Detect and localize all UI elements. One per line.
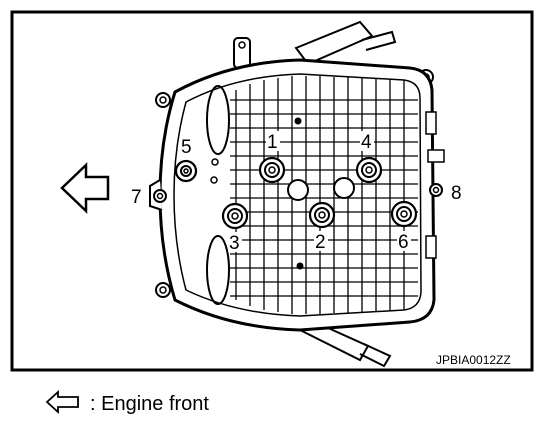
bolt-8 [429,183,443,197]
bolt-label-5: 5 [181,137,192,158]
legend-arrow-icon [45,389,79,415]
bolt-label-6: 6 [398,232,409,253]
figure-code: JPBIA0012ZZ [436,353,511,367]
bolt-3 [221,202,249,230]
bolt-6 [390,200,418,228]
bolt-7 [153,189,167,203]
bolt-label-1: 1 [267,132,278,153]
bolt-5 [174,159,198,183]
bolt-2 [308,201,336,229]
bolt-label-2: 2 [315,232,326,253]
intake-manifold-drawing [149,20,445,368]
bolt-label-7: 7 [131,187,142,208]
bolt-label-4: 4 [361,132,372,153]
bolt-label-3: 3 [229,233,240,254]
bolt-1 [258,156,286,184]
bolt-label-8: 8 [451,183,462,204]
engine-front-arrow-icon [60,162,110,214]
bolt-labels: 1 2 3 4 5 6 7 8 [131,131,462,254]
legend-text: : Engine front [90,393,209,415]
bolt-4 [355,156,383,184]
